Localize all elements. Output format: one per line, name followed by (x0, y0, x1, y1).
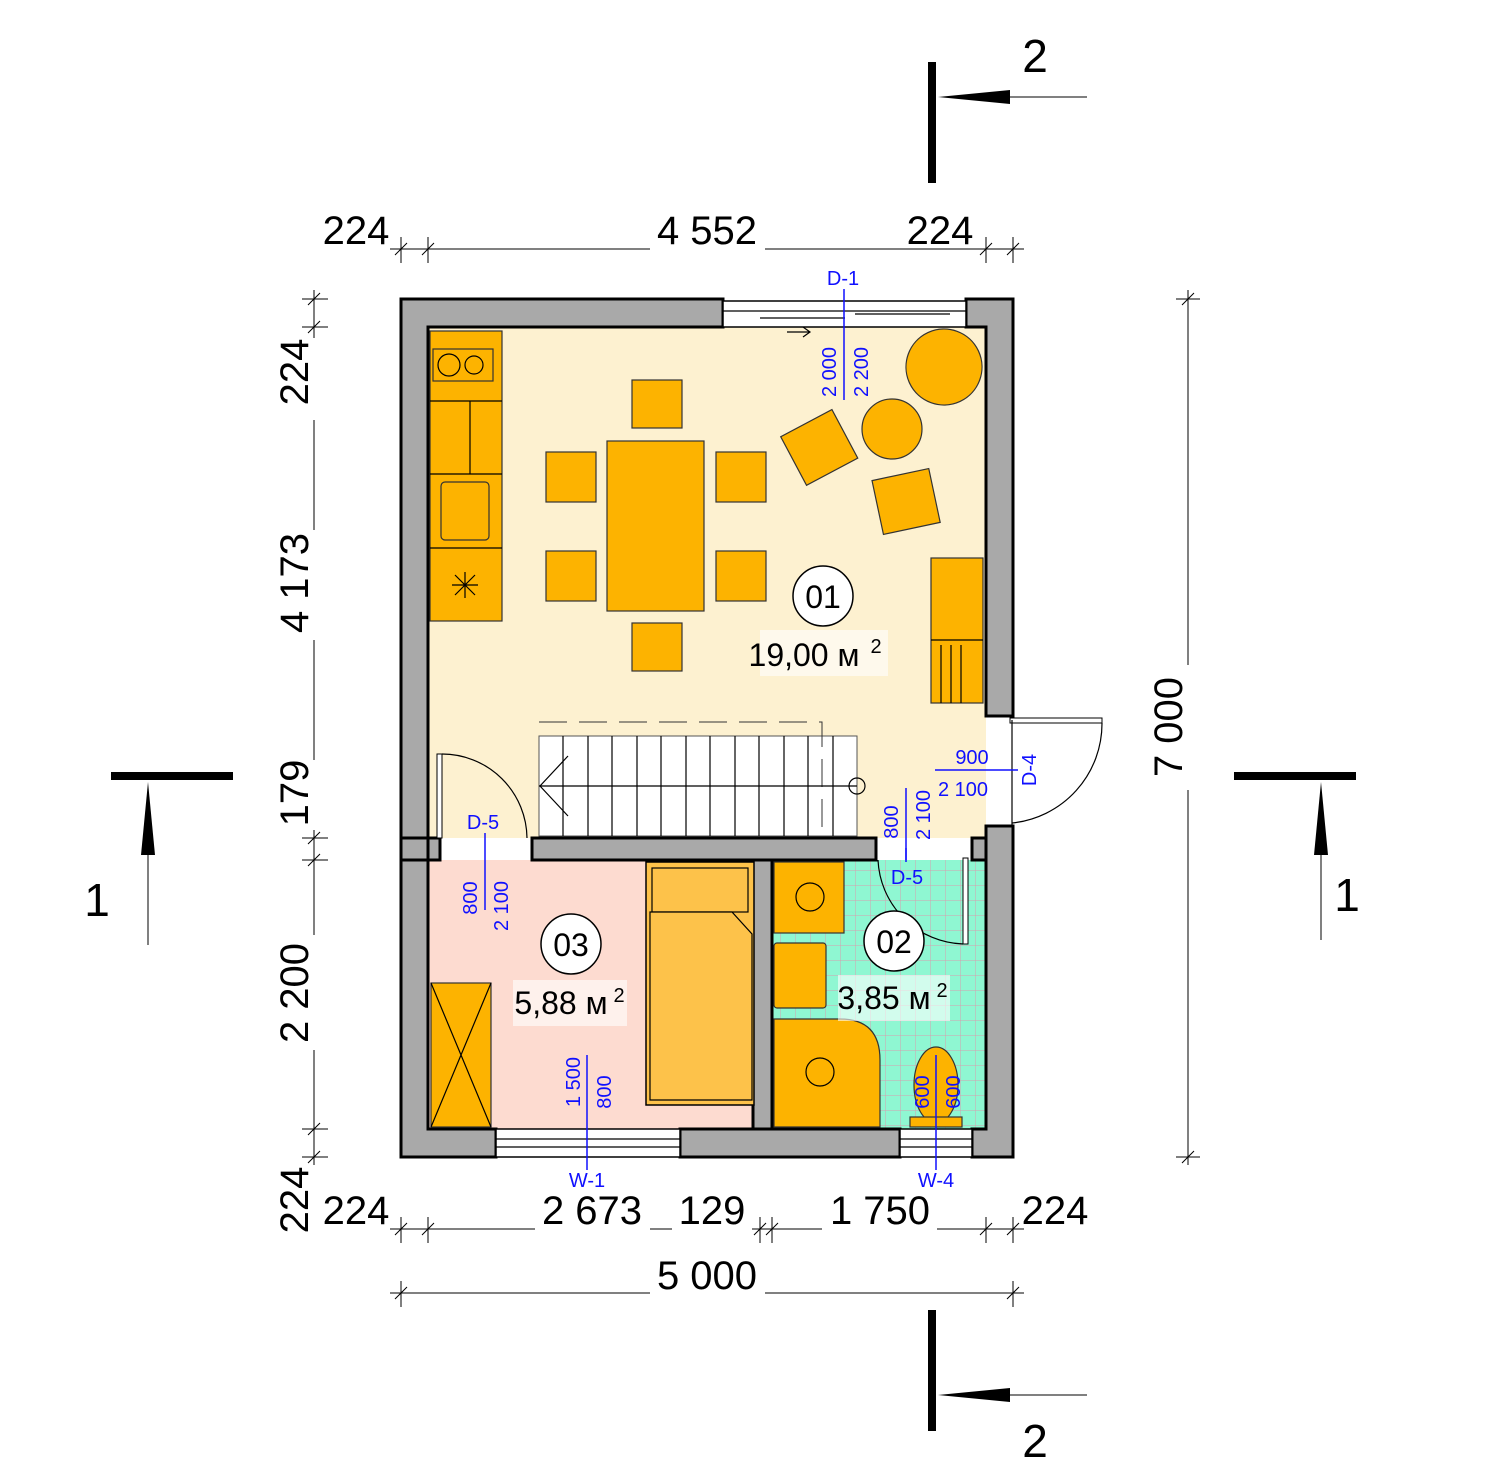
dim-bottom-4: 224 (1022, 1189, 1089, 1233)
tag-d1: D-1 (827, 268, 859, 290)
dim-right: 7 000 (1147, 677, 1191, 777)
window-w1[interactable] (495, 1128, 681, 1158)
section-1-right-label: 1 (1334, 869, 1360, 921)
dim-top-1: 4 552 (657, 209, 757, 253)
d5-bedroom-width: 800 (460, 881, 482, 914)
room-03-label: 03 5,88 м 2 (513, 913, 627, 1026)
room-02-area-sup: 2 (936, 980, 947, 1002)
room-02-label: 02 3,85 м 2 (837, 910, 950, 1021)
dimension-lines (302, 237, 1200, 1307)
w4-width: 600 (912, 1075, 934, 1108)
tag-w1: W-1 (569, 1170, 605, 1192)
d4-width: 900 (955, 747, 988, 769)
tag-w4: W-4 (918, 1170, 954, 1192)
dining-set (545, 379, 767, 672)
d1-width: 2 000 (819, 347, 841, 397)
d4-height: 2 100 (938, 779, 988, 801)
d5-bath-width: 800 (881, 805, 903, 838)
dim-bottom-2: 129 (679, 1189, 746, 1233)
room-03-area: 5,88 м (514, 985, 607, 1021)
door-d4[interactable] (1009, 717, 1103, 826)
opening-annotations (484, 289, 1018, 1170)
dim-overall-bottom: 5 000 (657, 1254, 757, 1298)
wardrobe (430, 982, 492, 1128)
staircase (538, 721, 866, 837)
dim-left-4: 224 (273, 1167, 317, 1234)
dim-left-3: 2 200 (273, 943, 317, 1043)
w1-height: 800 (594, 1075, 616, 1108)
room-03-number: 03 (553, 927, 589, 963)
lounge-set (779, 328, 983, 536)
room-01-label: 01 19,00 м 2 (749, 565, 888, 676)
shelf (930, 557, 984, 704)
dim-bottom-1: 2 673 (542, 1189, 642, 1233)
d5-bath-height: 2 100 (913, 790, 935, 840)
dim-top-2: 224 (907, 209, 974, 253)
tag-d5-bedroom: D-5 (467, 812, 499, 834)
kitchen-counter (429, 330, 503, 622)
d5-bedroom-height: 2 100 (491, 881, 513, 931)
room-02-number: 02 (876, 924, 912, 960)
section-2-bottom-label: 2 (1022, 1415, 1048, 1467)
dim-bottom-3: 1 750 (830, 1189, 930, 1233)
room-03-area-sup: 2 (613, 985, 624, 1007)
door-d5-bedroom[interactable] (436, 753, 528, 839)
dim-left-0: 224 (273, 339, 317, 406)
w1-width: 1 500 (563, 1057, 585, 1107)
tag-d5-bath: D-5 (891, 867, 923, 889)
tag-d4: D-4 (1019, 754, 1041, 786)
d1-height: 2 200 (851, 347, 873, 397)
room-02-area: 3,85 м (837, 980, 930, 1016)
dim-top-0: 224 (323, 209, 390, 253)
section-2-top-label: 2 (1022, 30, 1048, 82)
room-01-area: 19,00 м (749, 637, 860, 673)
bed (645, 861, 755, 1106)
w4-height: 600 (943, 1075, 965, 1108)
dim-left-1: 4 173 (273, 533, 317, 633)
section-1-left-label: 1 (84, 874, 110, 926)
section-markers (111, 62, 1356, 1431)
room-01-area-sup: 2 (870, 636, 881, 658)
dim-left-2: 179 (273, 760, 317, 827)
dim-bottom-0: 224 (323, 1189, 390, 1233)
room-01-number: 01 (805, 579, 841, 615)
